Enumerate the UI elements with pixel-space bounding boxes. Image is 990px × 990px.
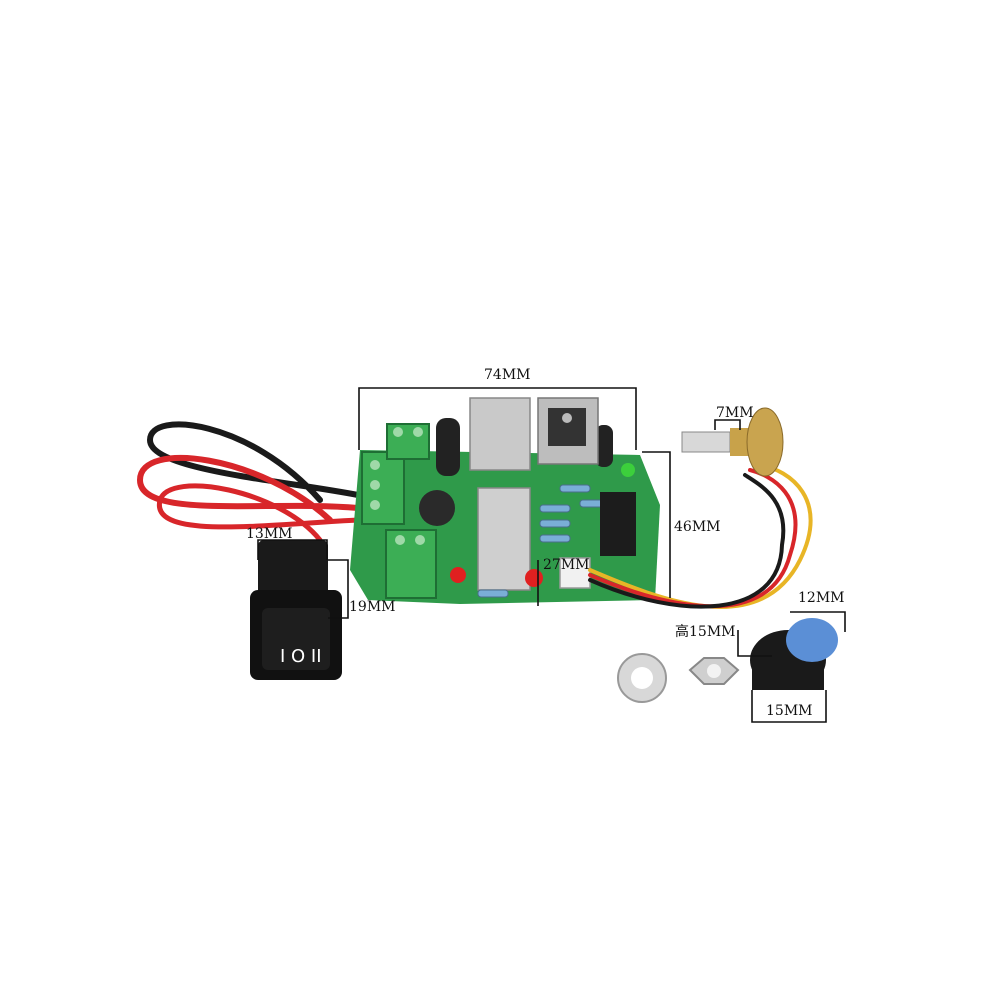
svg-text:I O II: I O II [280, 646, 322, 667]
potentiometer [681, 407, 784, 477]
dim-knob-width: 15MM [766, 703, 813, 719]
dim-switch-width: 13MM [246, 526, 293, 542]
switch-wires [136, 421, 361, 543]
connector [559, 557, 591, 589]
led-red [450, 567, 466, 583]
dim-knob-height: 高15MM [675, 624, 736, 640]
dim-board-height: 46MM [674, 519, 721, 535]
hex-nut [688, 657, 740, 685]
resistors [477, 484, 605, 598]
pcb-board [350, 397, 660, 604]
knob [750, 618, 838, 690]
dimension-lines [257, 387, 846, 723]
dim-knob-top: 12MM [798, 590, 845, 606]
ic-chip [600, 492, 636, 556]
dim-pot-shaft: 7MM [716, 405, 754, 421]
led-green [621, 463, 635, 477]
capacitor [436, 418, 460, 476]
ic-black-round [419, 490, 455, 526]
washer [617, 653, 667, 703]
rocker-switch: I O II [250, 540, 342, 680]
dim-board-width: 74MM [484, 367, 531, 383]
heatsinks [469, 397, 599, 591]
dim-heatsink-height: 27MM [543, 557, 590, 573]
terminal-blocks [361, 423, 437, 599]
pot-wires [588, 463, 813, 609]
dim-switch-height: 19MM [349, 599, 396, 615]
